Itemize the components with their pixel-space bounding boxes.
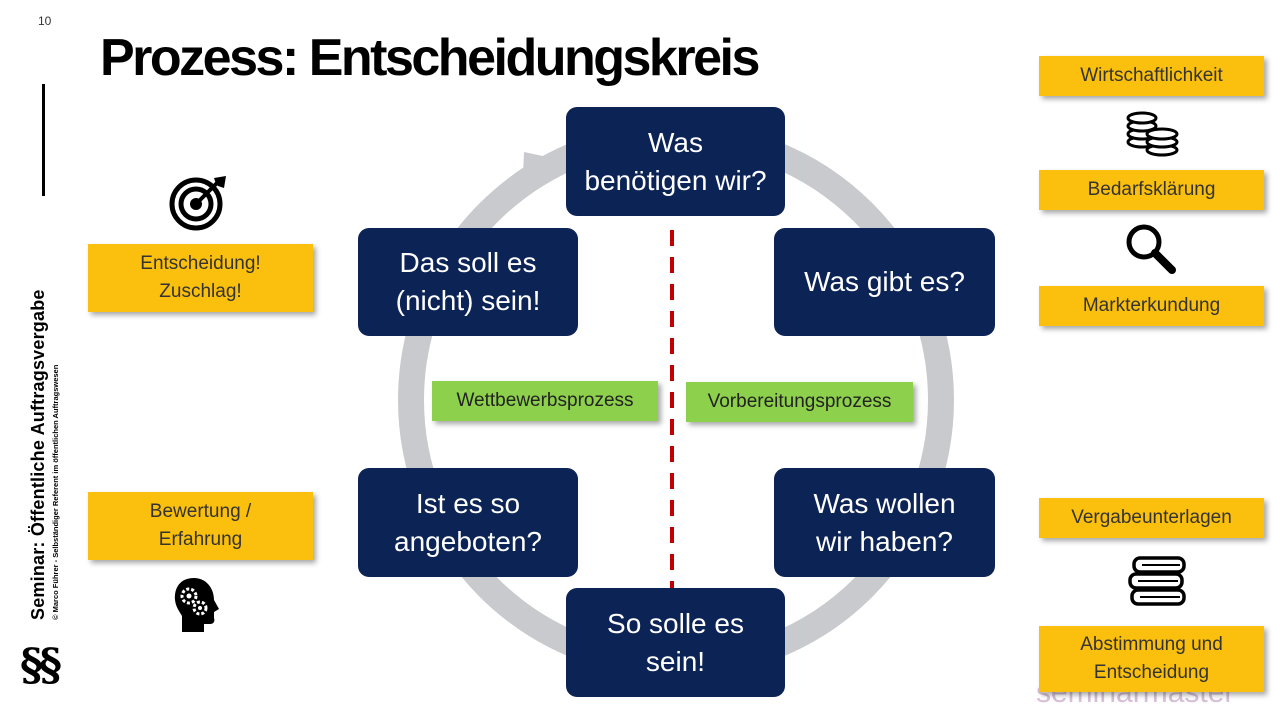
cycle-step-offered: Ist es so angeboten? — [358, 468, 578, 577]
note-economy: Wirtschaftlichkeit — [1039, 56, 1264, 96]
cycle-step-label: Was benötigen wir? — [584, 126, 767, 196]
cycle-step-label: Ist es so angeboten? — [394, 487, 542, 557]
cycle-step-specify: So solle es sein! — [566, 588, 785, 697]
magnifier-icon — [1126, 224, 1176, 274]
note-documents: Vergabeunterlagen — [1039, 498, 1264, 538]
cycle-step-offer: Was gibt es? — [774, 228, 995, 336]
note-label: Markterkundung — [1082, 295, 1221, 316]
note-market: Markterkundung — [1039, 286, 1264, 326]
title-divider — [42, 84, 45, 196]
cycle-arrow-head — [522, 152, 552, 196]
note-label: Wirtschaftlichkeit — [1080, 65, 1223, 86]
phase-label-competition: Wettbewerbsprozess — [432, 381, 658, 421]
note-needs: Bedarfsklärung — [1039, 170, 1264, 210]
note-decision: Entscheidung! Zuschlag! — [88, 244, 313, 312]
note-label: Entscheidung! Zuschlag! — [140, 253, 261, 302]
cycle-step-label: Was wollen wir haben? — [813, 487, 956, 557]
page-title: Prozess: Entscheidungskreis — [100, 29, 760, 87]
cycle-step-want: Was wollen wir haben? — [774, 468, 995, 577]
note-coordination: Abstimmung und Entscheidung — [1039, 626, 1264, 692]
phase-label-preparation: Vorbereitungsprozess — [686, 382, 913, 422]
slide-number: 10 — [38, 14, 52, 28]
note-label: Bewertung / Erfahrung — [149, 501, 252, 550]
note-label: Vergabeunterlagen — [1071, 507, 1232, 528]
note-label: Bedarfsklärung — [1087, 179, 1216, 200]
head-gears-icon — [174, 578, 219, 632]
cycle-step-decide: Das soll es (nicht) sein! — [358, 228, 578, 336]
cycle-step-label: Das soll es (nicht) sein! — [395, 247, 541, 316]
note-evaluation: Bewertung / Erfahrung — [88, 492, 313, 560]
paragraph-logo: §§ — [20, 640, 62, 691]
coins-icon — [1126, 111, 1179, 157]
cycle-step-label: So solle es sein! — [607, 607, 744, 677]
books-icon — [1128, 556, 1186, 606]
cycle-step-label: Was gibt es? — [804, 266, 965, 297]
cycle-step-needs: Was benötigen wir? — [566, 107, 785, 216]
note-label: Abstimmung und Entscheidung — [1080, 634, 1223, 683]
target-icon — [169, 176, 226, 231]
